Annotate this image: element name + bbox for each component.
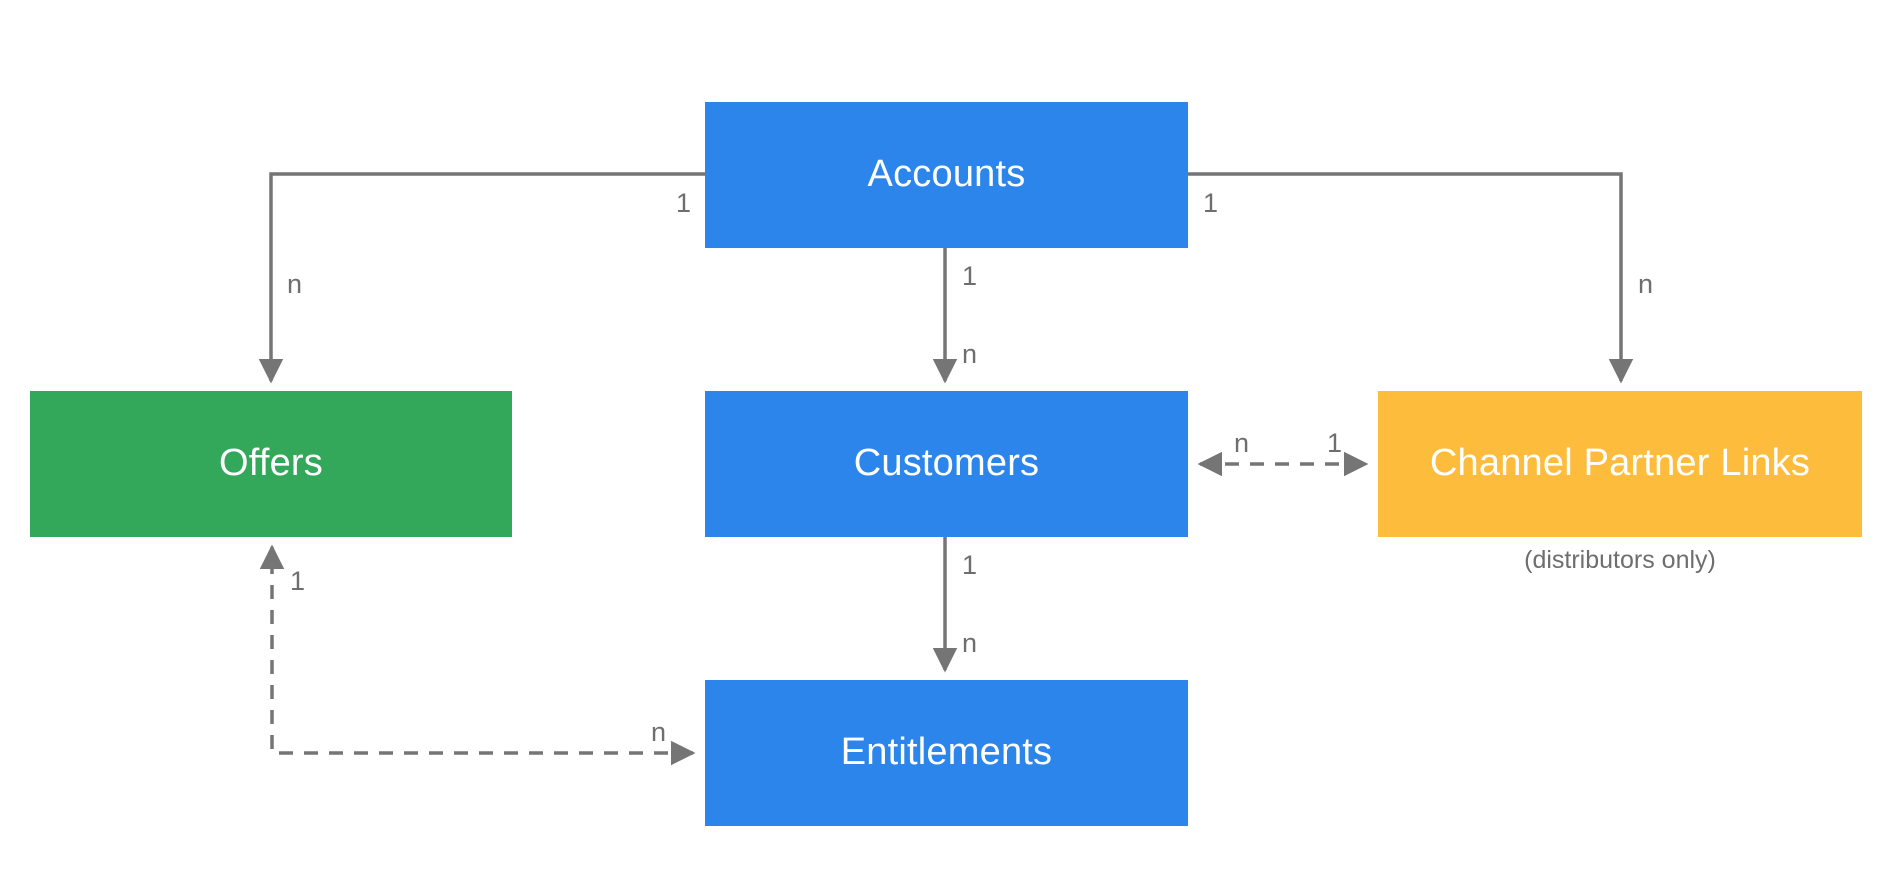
edge-accounts-offers xyxy=(258,172,705,384)
edge-label-offers-entitlements-one: 1 xyxy=(290,566,306,596)
edge-label-customers-entitlements-one: 1 xyxy=(962,550,978,580)
node-entitlements[interactable]: Entitlements xyxy=(705,680,1188,826)
edge-label-customers-entitlements-many: n xyxy=(962,628,978,658)
edge-label-accounts-customers-one: 1 xyxy=(962,261,978,291)
node-accounts[interactable]: Accounts xyxy=(705,102,1188,248)
node-channel-partner-links[interactable]: Channel Partner Links xyxy=(1378,391,1862,537)
edge-label-accounts-offers-many: n xyxy=(287,269,303,299)
edge-label-accounts-channel-partner-links-one: 1 xyxy=(1203,188,1219,218)
edge-label-accounts-customers-many: n xyxy=(962,339,978,369)
edge-label-accounts-offers-one: 1 xyxy=(676,188,692,218)
node-offers[interactable]: Offers xyxy=(30,391,512,537)
edge-offers-entitlements xyxy=(259,544,696,766)
node-customers-label: Customers xyxy=(853,442,1040,485)
node-channel-partner-links-caption: (distributors only) xyxy=(1524,546,1716,574)
node-customers[interactable]: Customers xyxy=(705,391,1188,537)
node-channel-partner-links-label: Channel Partner Links xyxy=(1429,442,1811,485)
node-entitlements-label: Entitlements xyxy=(840,731,1053,774)
edge-label-offers-entitlements-many: n xyxy=(651,717,667,747)
node-accounts-label: Accounts xyxy=(867,153,1026,196)
edge-accounts-channel-partner-links xyxy=(1188,172,1634,384)
edge-label-customers-channel-partner-links-many: n xyxy=(1234,428,1250,458)
edge-label-accounts-channel-partner-links-many: n xyxy=(1638,269,1654,299)
node-offers-label: Offers xyxy=(219,442,323,485)
edge-label-customers-channel-partner-links-one: 1 xyxy=(1327,428,1343,458)
